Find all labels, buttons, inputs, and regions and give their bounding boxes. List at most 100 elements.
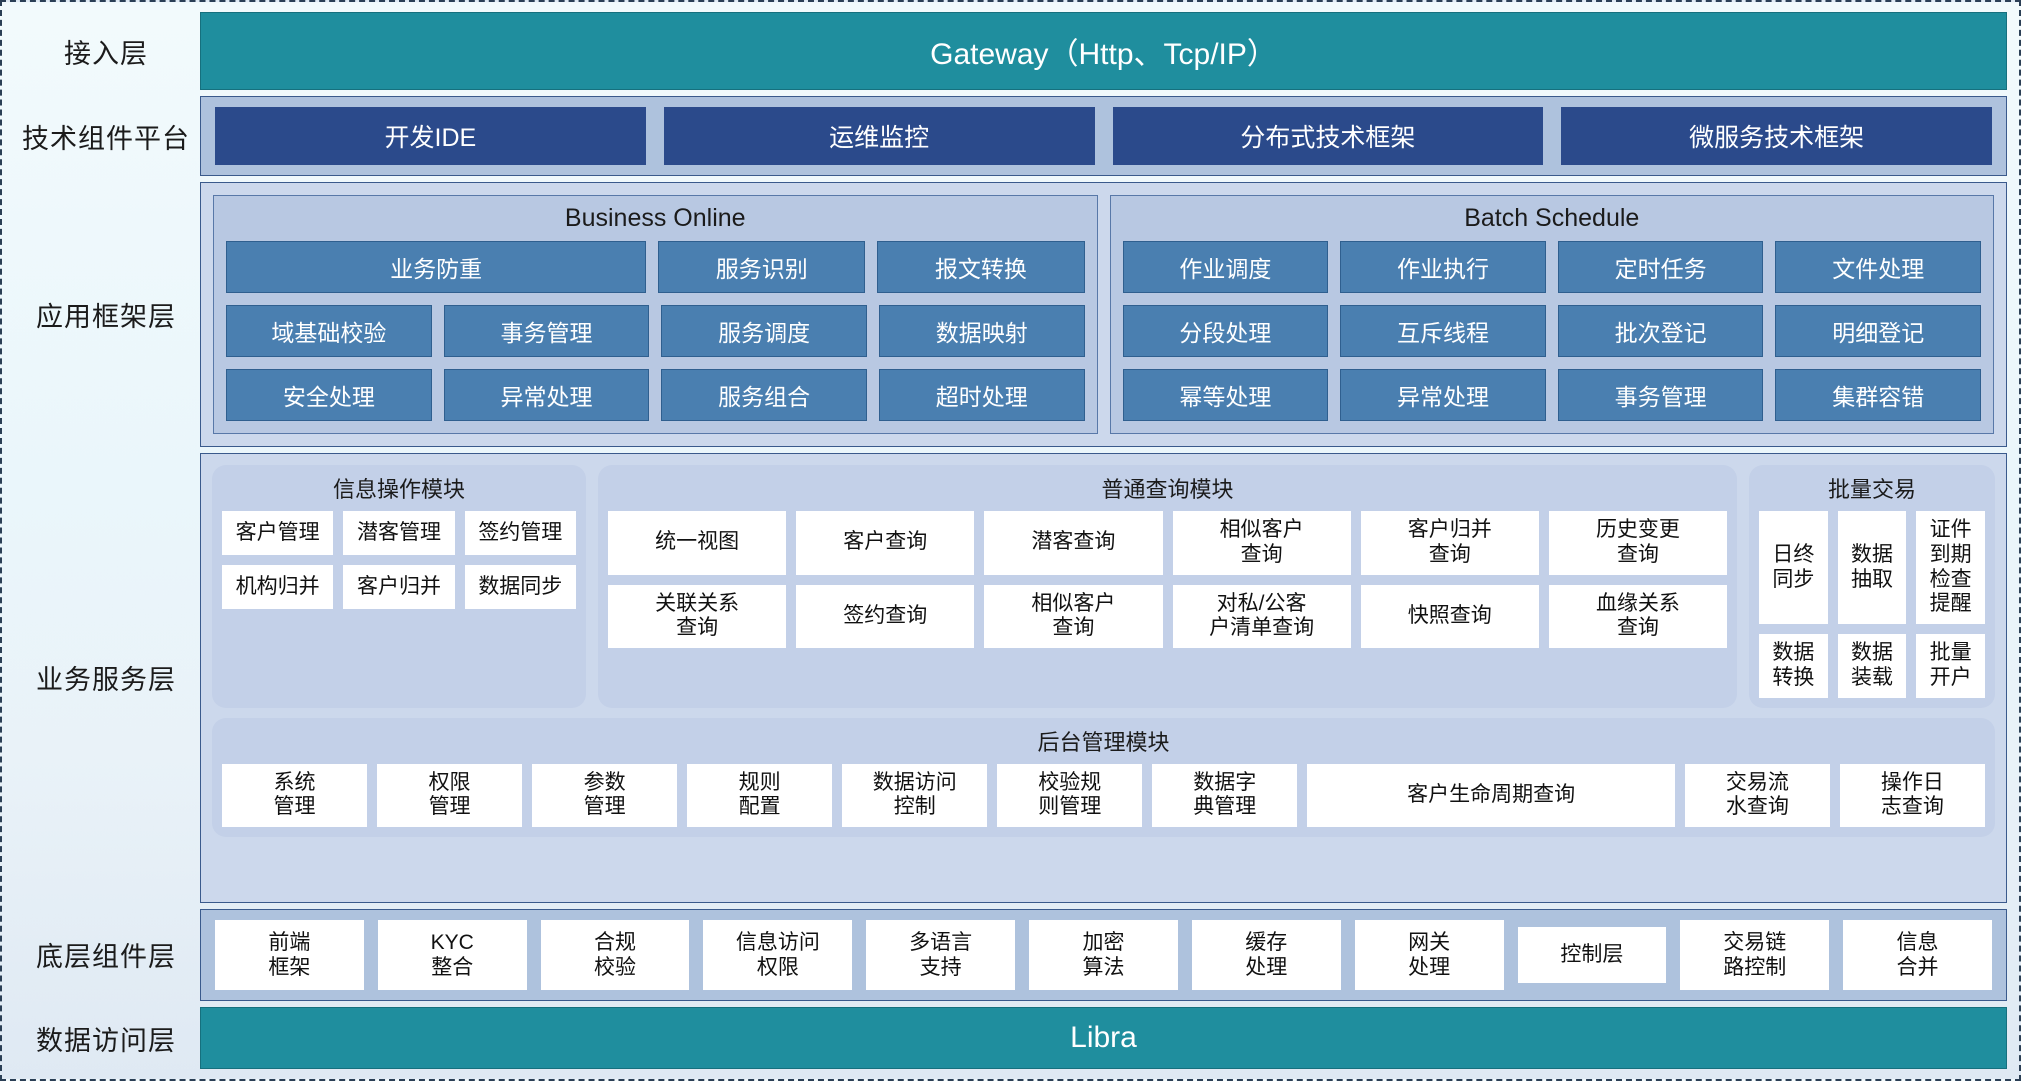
business-service-bottom-row: 后台管理模块系统 管理权限 管理参数 管理规则 配置数据访问 控制校验规 则管理… [212,717,1995,838]
module-cell-3-0-1[interactable]: 权限 管理 [377,763,523,828]
module-title-0: 信息操作模块 [332,477,465,502]
layer-label-access: 接入层 [64,38,148,69]
app-group-0: Business Online 业务防重服务识别报文转换域基础校验事务管理服务调度… [213,195,1098,434]
app-cell-1-0-3[interactable]: 文件处理 [1775,241,1981,293]
app-cell-0-2-0[interactable]: 安全处理 [226,369,432,421]
module-cell-1-1-3[interactable]: 对私/公客 户清单查询 [1172,584,1351,649]
module-title-3: 后台管理模块 [1037,729,1170,755]
app-group-row-0-2: 安全处理异常处理服务组合超时处理 [226,369,1085,421]
module-cell-0-1-0[interactable]: 机构归并 [222,565,334,609]
component-item-2[interactable]: 合规 校验 [540,919,690,990]
module-title-2: 批量交易 [1827,477,1916,502]
module-cell-1-1-5[interactable]: 血缘关系 查询 [1548,584,1728,649]
module-cell-1-1-4[interactable]: 快照查询 [1360,584,1539,649]
module-cell-3-0-9[interactable]: 操作日 志查询 [1839,763,1985,828]
app-cell-1-1-3[interactable]: 明细登记 [1775,305,1981,357]
module-row-0-0: 客户管理潜客管理签约管理 [222,511,576,555]
app-cell-1-2-1[interactable]: 异常处理 [1340,369,1546,421]
module-1: 普通查询模块统一视图客户查询潜客查询相似客户 查询客户归并 查询历史变更 查询关… [598,465,1737,708]
app-cell-0-1-0[interactable]: 域基础校验 [226,305,432,357]
app-cell-0-1-3[interactable]: 数据映射 [878,305,1085,357]
app-cell-0-2-1[interactable]: 异常处理 [443,369,650,421]
app-cell-1-1-1[interactable]: 互斥线程 [1340,305,1546,357]
module-cell-0-0-0[interactable]: 客户管理 [222,511,334,555]
tech-item-3[interactable]: 微服务技术框架 [1561,107,1992,165]
component-item-10[interactable]: 信息 合并 [1843,919,1992,990]
layer-row-data-access: 数据访问层 Libra [12,1007,2007,1069]
component-item-7[interactable]: 网关 处理 [1354,919,1504,990]
module-cell-1-0-2[interactable]: 潜客查询 [984,511,1163,575]
module-cell-1-1-1[interactable]: 签约查询 [796,584,975,649]
module-cell-2-1-1[interactable]: 数据 装载 [1837,634,1907,698]
module-cell-3-0-2[interactable]: 参数 管理 [532,763,678,828]
module-cell-1-0-4[interactable]: 客户归并 查询 [1360,511,1539,575]
component-item-9[interactable]: 交易链 路控制 [1680,919,1830,990]
component-item-6[interactable]: 缓存 处理 [1191,919,1341,990]
app-cell-1-1-0[interactable]: 分段处理 [1122,305,1329,357]
module-cell-3-0-3[interactable]: 规则 配置 [687,763,833,828]
module-2: 批量交易日终 同步数据 抽取证件到期 检查提醒数据 转换数据 装载批量 开户 [1749,465,1995,708]
app-cell-1-2-2[interactable]: 事务管理 [1557,369,1764,421]
app-group-title-1: Batch Schedule [1464,204,1640,232]
layer-row-business-service: 业务服务层 信息操作模块客户管理潜客管理签约管理机构归并客户归并数据同步普通查询… [12,453,2007,903]
layer-row-access: 接入层 Gateway（Http、Tcp/IP） [12,12,2007,90]
component-item-1[interactable]: KYC 整合 [377,919,527,990]
app-cell-0-1-1[interactable]: 事务管理 [443,305,650,357]
app-cell-0-2-2[interactable]: 服务组合 [661,369,867,421]
app-cell-1-1-2[interactable]: 批次登记 [1557,305,1764,357]
module-row-0-1: 机构归并客户归并数据同步 [222,565,576,609]
module-cell-2-0-1[interactable]: 数据 抽取 [1837,511,1907,625]
module-cell-2-0-2[interactable]: 证件到期 检查提醒 [1916,511,1986,625]
module-cell-3-0-6[interactable]: 数据字 典管理 [1152,763,1298,828]
app-cell-0-0-1[interactable]: 服务识别 [658,241,866,293]
app-cell-1-2-0[interactable]: 幂等处理 [1122,369,1329,421]
app-group-row-1-1: 分段处理互斥线程批次登记明细登记 [1122,305,1981,357]
app-cell-0-2-3[interactable]: 超时处理 [878,369,1085,421]
app-cell-1-0-1[interactable]: 作业执行 [1340,241,1546,293]
component-item-0[interactable]: 前端 框架 [215,919,364,990]
module-cell-3-0-5[interactable]: 校验规 则管理 [997,763,1143,828]
module-row-2-0: 日终 同步数据 抽取证件到期 检查提醒 [1759,511,1986,625]
module-cell-2-0-0[interactable]: 日终 同步 [1759,511,1828,625]
module-cell-1-0-5[interactable]: 历史变更 查询 [1548,511,1728,575]
component-item-3[interactable]: 信息访问 权限 [703,919,853,990]
app-group-title-0: Business Online [564,204,746,232]
module-cell-1-1-0[interactable]: 关联关系 查询 [608,584,787,649]
component-item-4[interactable]: 多语言 支持 [866,919,1016,990]
tech-item-2[interactable]: 分布式技术框架 [1112,107,1544,165]
module-cell-2-1-0[interactable]: 数据 转换 [1759,634,1828,698]
module-cell-3-0-0[interactable]: 系统 管理 [222,763,368,828]
tech-item-0[interactable]: 开发IDE [215,107,646,165]
module-cell-1-1-2[interactable]: 相似客户 查询 [984,584,1163,649]
gateway-bar[interactable]: Gateway（Http、Tcp/IP） [200,12,2007,90]
module-cell-1-0-3[interactable]: 相似客户 查询 [1172,511,1351,575]
app-cell-0-1-2[interactable]: 服务调度 [661,305,867,357]
tech-item-1[interactable]: 运维监控 [663,107,1095,165]
app-cell-0-0-2[interactable]: 报文转换 [877,241,1085,293]
module-cell-1-0-1[interactable]: 客户查询 [796,511,975,575]
app-group-row-1-2: 幂等处理异常处理事务管理集群容错 [1122,369,1981,421]
module-cell-2-1-2[interactable]: 批量 开户 [1916,634,1986,698]
module-cell-1-0-0[interactable]: 统一视图 [608,511,787,575]
layer-label-business-service: 业务服务层 [36,665,176,696]
app-cell-0-0-0[interactable]: 业务防重 [226,241,647,293]
app-group-1: Batch Schedule 作业调度作业执行定时任务文件处理分段处理互斥线程批次… [1109,195,1994,434]
module-row-2-1: 数据 转换数据 装载批量 开户 [1759,634,1986,698]
module-cell-0-1-2[interactable]: 数据同步 [464,565,576,609]
component-item-5[interactable]: 加密 算法 [1029,919,1178,990]
module-cell-3-0-4[interactable]: 数据访问 控制 [842,763,988,828]
app-cell-1-0-2[interactable]: 定时任务 [1557,241,1764,293]
component-item-8[interactable]: 控制层 [1517,926,1667,983]
libra-bar[interactable]: Libra [200,1007,2007,1069]
module-cell-0-1-1[interactable]: 客户归并 [343,565,455,609]
app-cell-1-0-0[interactable]: 作业调度 [1122,241,1329,293]
app-cell-1-2-3[interactable]: 集群容错 [1775,369,1981,421]
module-cell-0-0-2[interactable]: 签约管理 [464,511,576,555]
module-cell-0-0-1[interactable]: 潜客管理 [343,511,455,555]
module-cell-3-0-8[interactable]: 交易流 水查询 [1684,763,1830,828]
module-cell-3-0-7[interactable]: 客户生命周期查询 [1307,763,1675,828]
